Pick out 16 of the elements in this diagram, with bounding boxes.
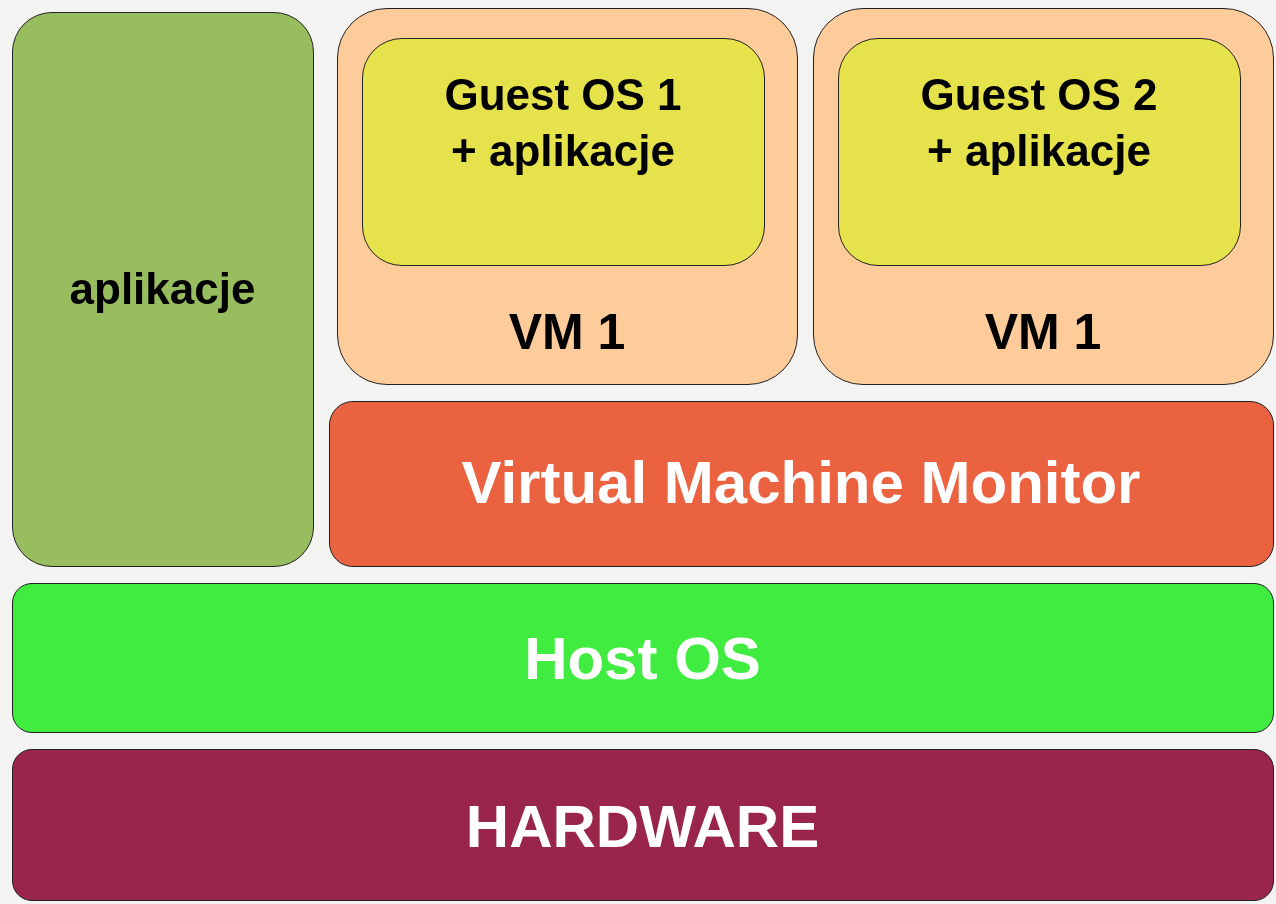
guest-os-box [362, 38, 765, 266]
layer-label: Host OS [523, 624, 762, 693]
vm-panel [813, 8, 1274, 385]
layer-label: Guest OS 1 + aplikacje [443, 69, 683, 177]
layer-label: Guest OS 2 + aplikacje [919, 69, 1159, 177]
hardware-layer [12, 749, 1274, 901]
layer-label: aplikacje [68, 263, 257, 314]
layer-label: HARDWARE [464, 792, 821, 861]
layer-label: VM 1 [507, 304, 627, 361]
layer-label: Virtual Machine Monitor [460, 448, 1142, 517]
app-panel [12, 12, 314, 567]
hypervisor-layer [329, 401, 1274, 567]
guest-os-box [838, 38, 1241, 266]
layer-label: VM 1 [983, 304, 1103, 361]
host-os-layer [12, 583, 1274, 733]
vm-panel [337, 8, 798, 385]
